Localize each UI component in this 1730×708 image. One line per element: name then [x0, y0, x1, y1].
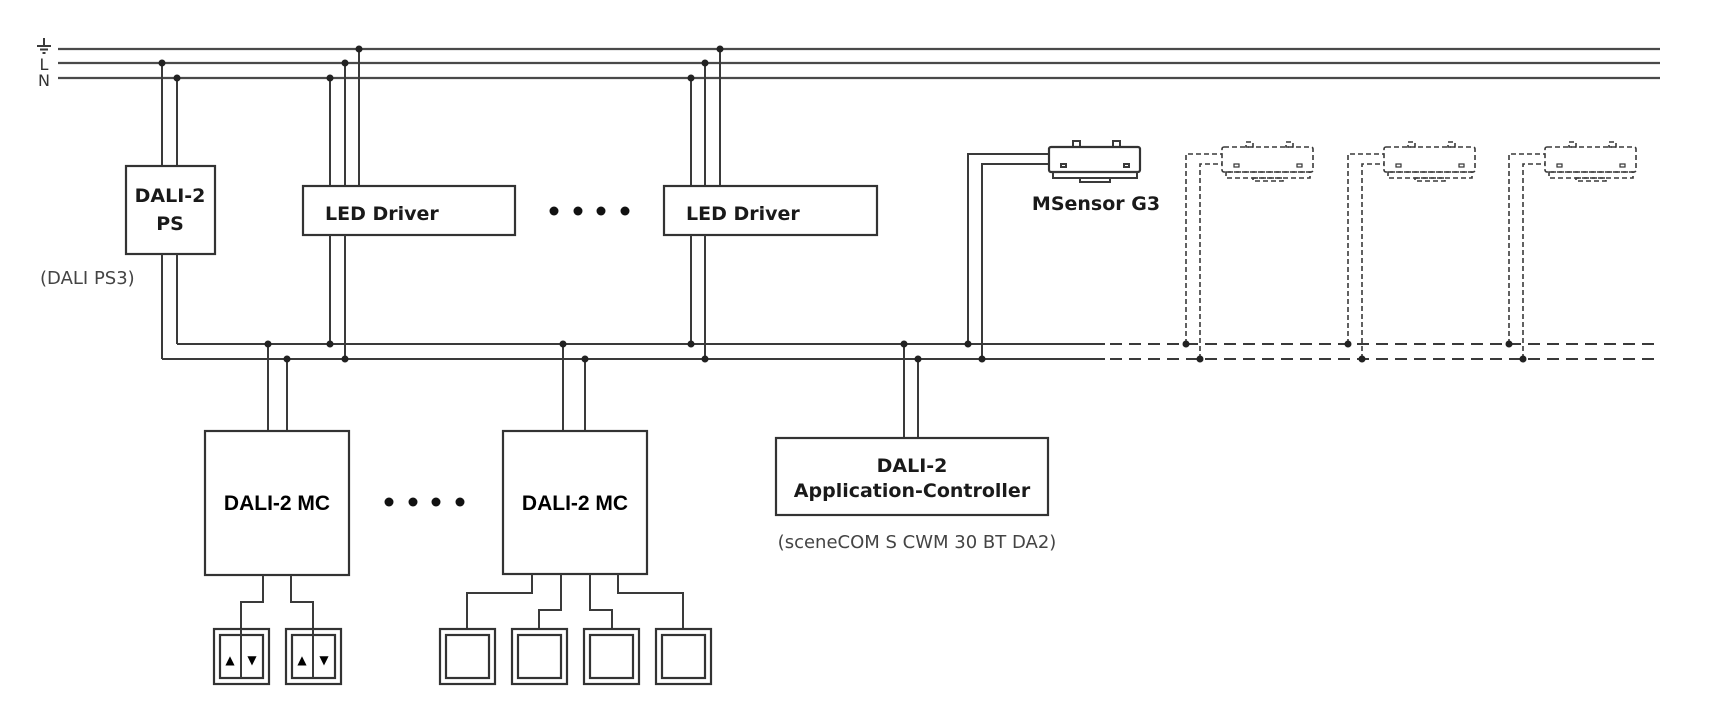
sensor-outline-icon	[1544, 141, 1637, 182]
neutral-label: N	[38, 71, 50, 90]
led-driver-1-label: LED Driver	[325, 203, 439, 225]
dashed-sensor-1	[1182, 141, 1314, 363]
blind-switch-1: ▲ ▼	[212, 627, 271, 686]
msensor-g3: MSensor G3	[964, 140, 1160, 363]
app-controller-subtitle: Application-Controller	[794, 480, 1031, 502]
dali-mc-2: DALI-2 MC	[466, 340, 684, 629]
down-arrow-icon: ▼	[247, 653, 257, 667]
application-controller: DALI-2 Application-Controller (sceneCOM …	[774, 340, 1057, 553]
push-button-3	[582, 627, 641, 686]
push-button-2	[510, 627, 569, 686]
push-button-4	[654, 627, 713, 686]
down-arrow-icon: ▼	[319, 653, 329, 667]
more-drivers-ellipsis	[549, 206, 630, 216]
line-label: L	[40, 55, 49, 74]
more-mc-ellipsis	[384, 497, 465, 507]
dashed-sensor-3	[1505, 141, 1637, 363]
mc-1-label: DALI-2 MC	[224, 492, 330, 515]
sensor-outline-icon	[1383, 141, 1476, 182]
sensor-outline-icon	[1221, 141, 1314, 182]
led-driver-1: LED Driver	[301, 45, 517, 363]
dali-power-supply: DALI-2 PS	[124, 59, 217, 359]
app-controller-title: DALI-2	[877, 455, 948, 477]
power-supply-subtitle: PS	[156, 213, 184, 235]
power-supply-model: (DALI PS3)	[40, 268, 135, 289]
dashed-sensor-2	[1344, 141, 1476, 363]
dali-mc-1: DALI-2 MC	[203, 340, 351, 629]
push-button-1	[438, 627, 497, 686]
blind-switch-2: ▲ ▼	[284, 627, 343, 686]
sensor-icon	[1047, 140, 1142, 183]
msensor-label: MSensor G3	[1032, 193, 1160, 215]
earth-symbol-icon	[37, 38, 51, 54]
app-controller-model: (sceneCOM S CWM 30 BT DA2)	[778, 532, 1057, 553]
up-arrow-icon: ▲	[225, 653, 235, 667]
up-arrow-icon: ▲	[297, 653, 307, 667]
led-driver-2-label: LED Driver	[686, 203, 800, 225]
power-supply-title: DALI-2	[135, 185, 206, 207]
led-driver-2: LED Driver	[662, 45, 879, 363]
mc-2-label: DALI-2 MC	[522, 492, 628, 515]
